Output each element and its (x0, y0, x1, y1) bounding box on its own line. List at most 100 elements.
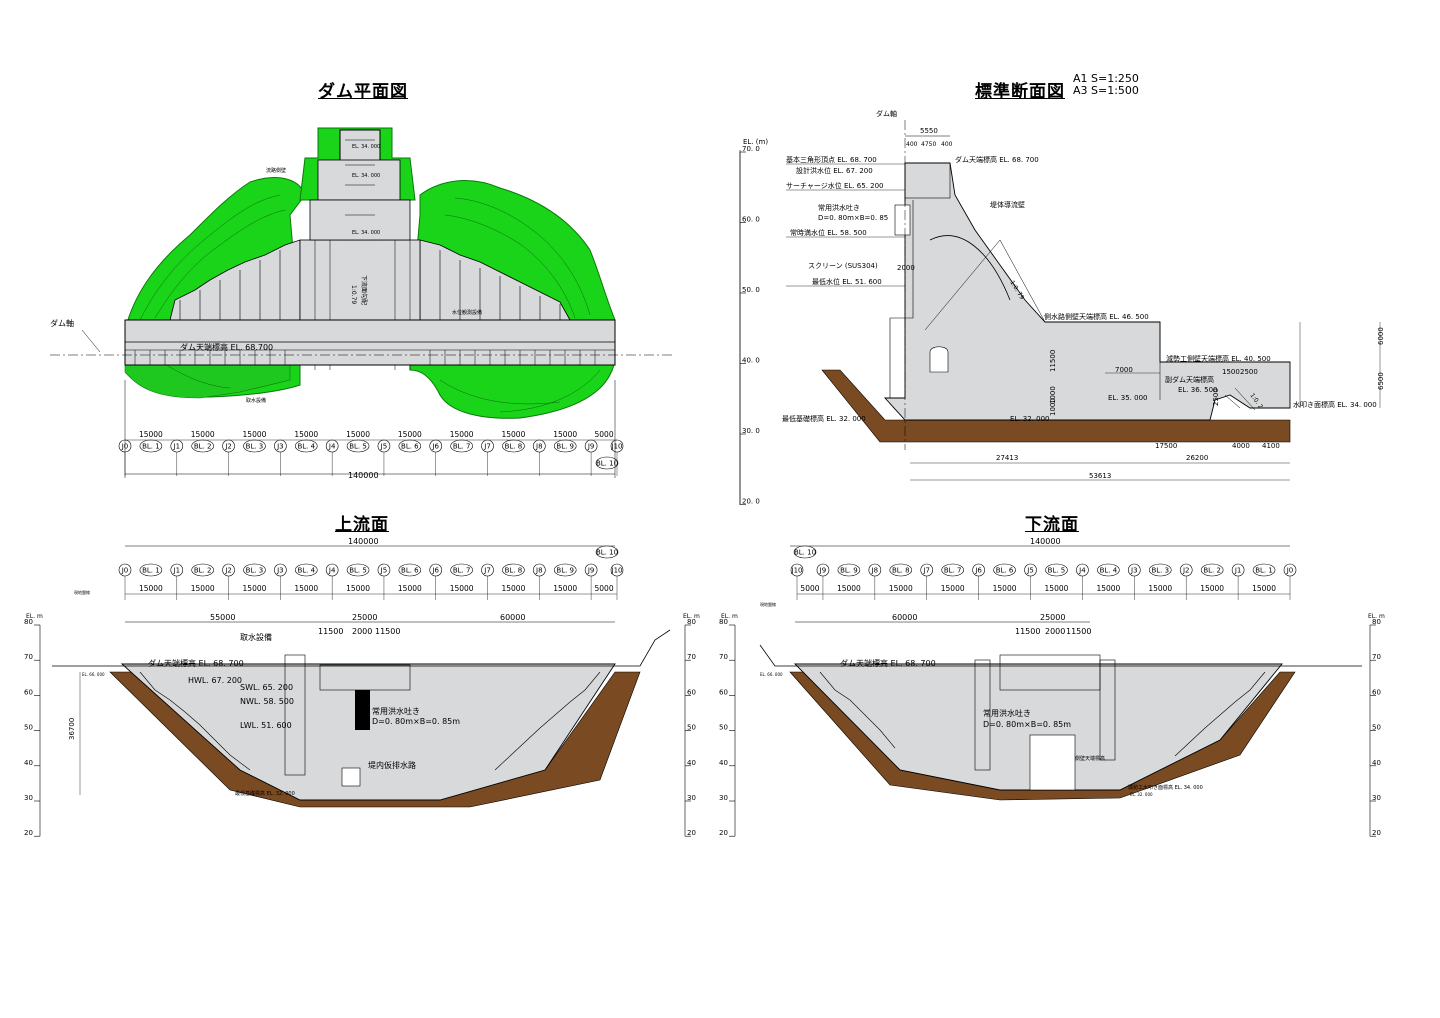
svg-text:11500: 11500 (375, 627, 400, 636)
svg-text:1:0.79: 1:0.79 (350, 285, 357, 304)
svg-text:4750: 4750 (921, 141, 936, 148)
svg-text:堤内仮排水路: 堤内仮排水路 (368, 760, 416, 770)
elevation-tick-label: 60 (1372, 688, 1381, 696)
joint-label: J8 (535, 567, 543, 575)
elevation-tick-label: 30 (719, 794, 728, 802)
section-label-base-apex: 基本三角形頂点 EL. 68. 700 (786, 155, 877, 164)
svg-text:HWL. 67. 200: HWL. 67. 200 (188, 676, 242, 685)
svg-text:NWL. 58. 500: NWL. 58. 500 (240, 697, 294, 706)
svg-text:6000: 6000 (1377, 327, 1385, 345)
elevation-tick-label: 50 (719, 724, 728, 732)
joint-label: BL. 9 (556, 443, 574, 451)
svg-text:EL. 35. 000: EL. 35. 000 (1108, 394, 1148, 402)
joint-label: BL. 6 (401, 443, 419, 451)
joint-label: J3 (276, 567, 284, 575)
joint-label: BL. 10 (794, 549, 816, 557)
joint-label: BL. 8 (892, 567, 910, 575)
elevation-unit: EL. m (1368, 613, 1385, 620)
dimension-label: 15000 (346, 584, 370, 593)
elevation-tick-label: 60 (24, 688, 33, 696)
joint-label: J7 (922, 567, 930, 575)
joint-label: BL. 6 (996, 567, 1014, 575)
section-earth (821, 369, 1291, 443)
section-title: 標準断面図 (975, 82, 1065, 102)
joint-label: BL. 1 (1255, 567, 1273, 575)
elevation-tick-label: 20 (687, 829, 696, 837)
svg-text:140000: 140000 (1030, 537, 1061, 546)
joint-marker (553, 563, 577, 577)
plan-view: EL. 34. 000 EL. 34. 000 EL. 34. 000 下流面勾… (50, 127, 675, 480)
joint-label: BL. 10 (596, 460, 618, 468)
svg-text:EL. 34. 000: EL. 34. 000 (352, 230, 380, 236)
svg-text:D=0. 80m×B=0. 85m: D=0. 80m×B=0. 85m (372, 717, 460, 726)
svg-text:2000: 2000 (897, 264, 915, 272)
dimension-label: 15000 (1096, 584, 1120, 593)
dimension-label: 15000 (243, 430, 267, 439)
joint-label: J1 (173, 443, 181, 451)
svg-text:11500: 11500 (318, 627, 343, 636)
joint-label: BL. 4 (297, 567, 315, 575)
joint-label: BL. 8 (505, 443, 523, 451)
elevation-tick-label: 70. 0 (742, 145, 760, 153)
elevation-tick-label: 40 (24, 759, 33, 767)
elevation-unit: EL. m (683, 613, 700, 620)
svg-text:水叩き面標高 EL. 34. 000: 水叩き面標高 EL. 34. 000 (1293, 400, 1377, 409)
svg-text:27413: 27413 (996, 454, 1018, 462)
joint-marker (346, 563, 370, 577)
joint-marker (793, 545, 817, 559)
downstream-dam-body (793, 663, 1283, 791)
dimension-label: 15000 (1045, 584, 1069, 593)
svg-text:側壁天端標高: 側壁天端標高 (1075, 755, 1105, 762)
svg-text:400: 400 (906, 141, 918, 148)
joint-marker (595, 456, 619, 470)
svg-text:2500: 2500 (1240, 368, 1258, 376)
svg-text:EL. 66. 000: EL. 66. 000 (760, 672, 783, 677)
elevation-tick-label: 50 (1372, 724, 1381, 732)
joint-label: BL. 8 (505, 567, 523, 575)
elevation-tick-label: 80 (24, 618, 33, 626)
plan-center-block (299, 239, 421, 321)
joint-label: BL. 5 (349, 567, 367, 575)
elevation-tick-label: 40 (1372, 759, 1381, 767)
svg-text:1000: 1000 (1049, 398, 1057, 416)
joint-label: BL. 9 (556, 567, 574, 575)
svg-text:400: 400 (941, 141, 953, 148)
svg-text:常用洪水吐き: 常用洪水吐き (818, 203, 860, 212)
joint-label: J4 (328, 567, 336, 575)
dimension-label: 15000 (450, 430, 474, 439)
joint-label: BL. 10 (596, 549, 618, 557)
joint-label: BL. 7 (944, 567, 962, 575)
joint-label: J0 (1286, 567, 1294, 575)
dimension-label: 5000 (595, 584, 614, 593)
joint-label: J3 (276, 443, 284, 451)
joint-marker (1148, 563, 1172, 577)
dimension-label: 15000 (450, 584, 474, 593)
svg-text:EL. (m): EL. (m) (743, 138, 768, 146)
scale-a3: A3 S=1:500 (1073, 84, 1139, 97)
svg-text:11500: 11500 (1015, 627, 1040, 636)
joint-marker (294, 563, 318, 577)
joint-label: J3 (1130, 567, 1138, 575)
elevation-tick-label: 30 (687, 794, 696, 802)
dimension-label: 15000 (889, 584, 913, 593)
joint-label: J5 (380, 443, 388, 451)
joint-label: BL. 5 (349, 443, 367, 451)
joint-marker (993, 563, 1016, 577)
svg-text:26200: 26200 (1186, 454, 1208, 462)
svg-text:側水路側壁天端標高 EL. 46. 500: 側水路側壁天端標高 EL. 46. 500 (1044, 312, 1149, 321)
joint-label: BL. 7 (453, 443, 471, 451)
svg-text:ダム天端標高 EL. 68. 700: ダム天端標高 EL. 68. 700 (148, 658, 244, 668)
joint-label: J4 (328, 443, 336, 451)
svg-text:最低基礎標高 EL. 32. 000: 最低基礎標高 EL. 32. 000 (235, 790, 295, 797)
svg-text:1500: 1500 (1222, 368, 1240, 376)
elevation-tick-label: 20 (1372, 829, 1381, 837)
svg-text:スクリーン (SUS304): スクリーン (SUS304) (808, 262, 878, 270)
joint-label: J2 (224, 443, 232, 451)
elevation-tick-label: 60 (719, 688, 728, 696)
joint-marker (191, 563, 214, 577)
svg-text:ダム軸: ダム軸 (876, 109, 897, 118)
